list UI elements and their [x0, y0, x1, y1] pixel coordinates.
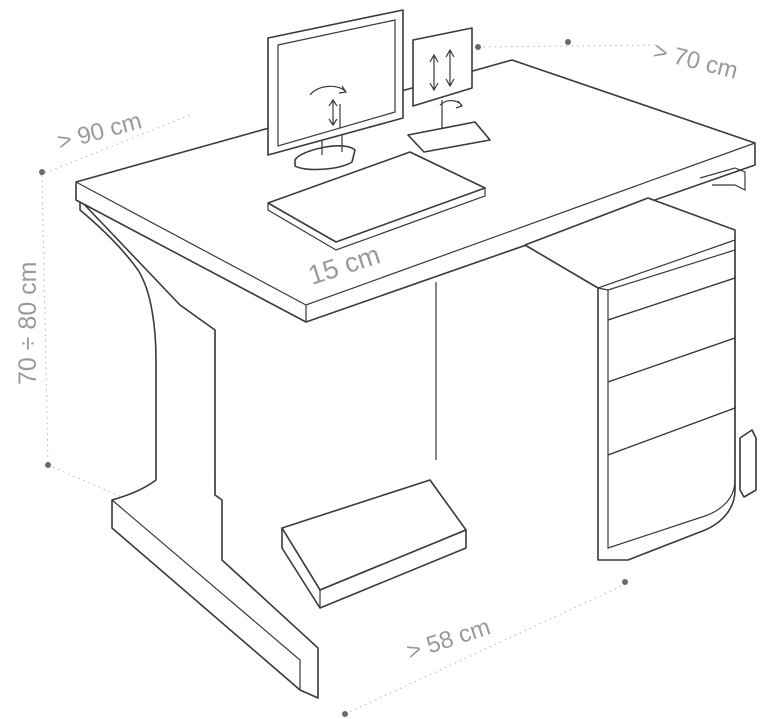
drawer-4: [607, 407, 736, 549]
tilt-arrow-icon: [309, 85, 348, 96]
height-guide-line: [41, 174, 49, 466]
height-adjust-icon: [328, 98, 341, 128]
document-holder-board: [412, 27, 473, 107]
monitor-neck: [321, 135, 343, 155]
keyboard: [267, 151, 486, 251]
height-adjust-icon: [429, 48, 455, 92]
desk-height-label: 70 ÷ 80 cm: [14, 262, 42, 386]
desk-width-label: > 90 cm: [55, 107, 145, 155]
desk-left-leg: [79, 199, 319, 699]
footrest: [281, 479, 467, 609]
legspace-guide-dot-a: [342, 711, 348, 717]
leg-space-label: > 58 cm: [404, 613, 494, 665]
swivel-arrow-icon: [439, 100, 464, 109]
monitor: [267, 9, 404, 171]
depth-guide-dot-b: [565, 39, 571, 45]
monitor-screen: [277, 19, 396, 147]
depth-guide-line: [477, 44, 661, 48]
height-guide-dot: [45, 462, 51, 468]
depth-guide-dot-a: [475, 44, 481, 50]
document-holder-base: [407, 121, 491, 153]
pedestal-foot: [739, 429, 757, 498]
monitor-base: [294, 145, 356, 171]
drawer-pedestal: [435, 197, 757, 561]
legspace-guide-line: [344, 582, 629, 715]
width-guide-dot: [39, 169, 45, 175]
monitor-depth-label: > 70 cm: [651, 38, 741, 85]
document-holder: [407, 27, 491, 153]
legspace-guide-dot-b: [622, 579, 628, 585]
